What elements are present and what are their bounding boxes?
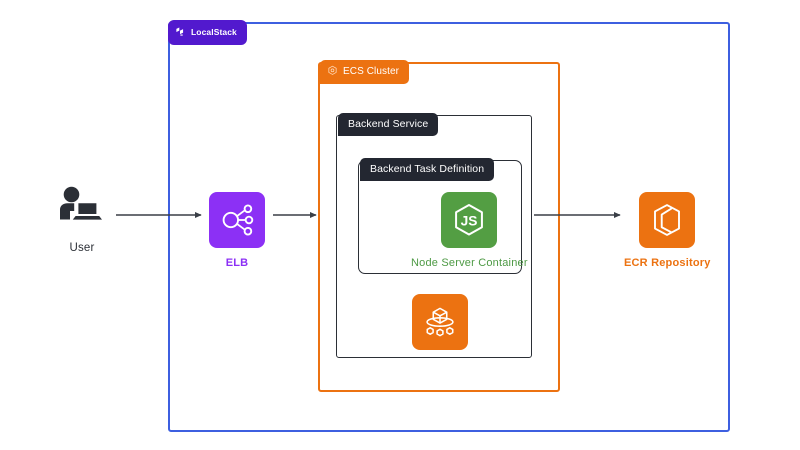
node-user-label: User xyxy=(69,242,95,254)
group-label-ecs-cluster: ECS Cluster xyxy=(320,60,410,84)
group-label-backend-task-definition-text: Backend Task Definition xyxy=(370,163,485,175)
group-localstack xyxy=(168,22,730,432)
svg-text:JS: JS xyxy=(461,213,478,228)
node-user: User xyxy=(52,186,112,254)
user-at-laptop-icon xyxy=(56,186,108,233)
node-ecr-repository-label: ECR Repository xyxy=(624,257,711,269)
group-label-backend-task-definition: Backend Task Definition xyxy=(360,158,495,181)
ecs-task-icon xyxy=(412,294,468,350)
node-elb-label: ELB xyxy=(225,257,249,269)
node-node-server-container: JS Node Server Container xyxy=(411,192,528,269)
ecr-repository-icon xyxy=(639,192,696,248)
node-node-server-container-label: Node Server Container xyxy=(411,257,528,269)
node-ecr-repository: ECR Repository xyxy=(624,192,711,269)
node-ecs-task xyxy=(412,294,468,350)
localstack-icon xyxy=(175,26,186,39)
nodejs-icon: JS xyxy=(441,192,498,248)
load-balancer-icon xyxy=(209,192,265,248)
group-ecs-cluster xyxy=(318,62,560,392)
ecs-cluster-icon xyxy=(327,65,338,79)
group-label-ecs-cluster-text: ECS Cluster xyxy=(343,66,400,77)
node-elb: ELB xyxy=(209,192,265,269)
group-label-backend-service-text: Backend Service xyxy=(348,118,429,130)
group-label-localstack-text: LocalStack xyxy=(191,27,237,37)
group-label-localstack: LocalStack xyxy=(168,20,247,45)
group-label-backend-service: Backend Service xyxy=(338,113,439,136)
